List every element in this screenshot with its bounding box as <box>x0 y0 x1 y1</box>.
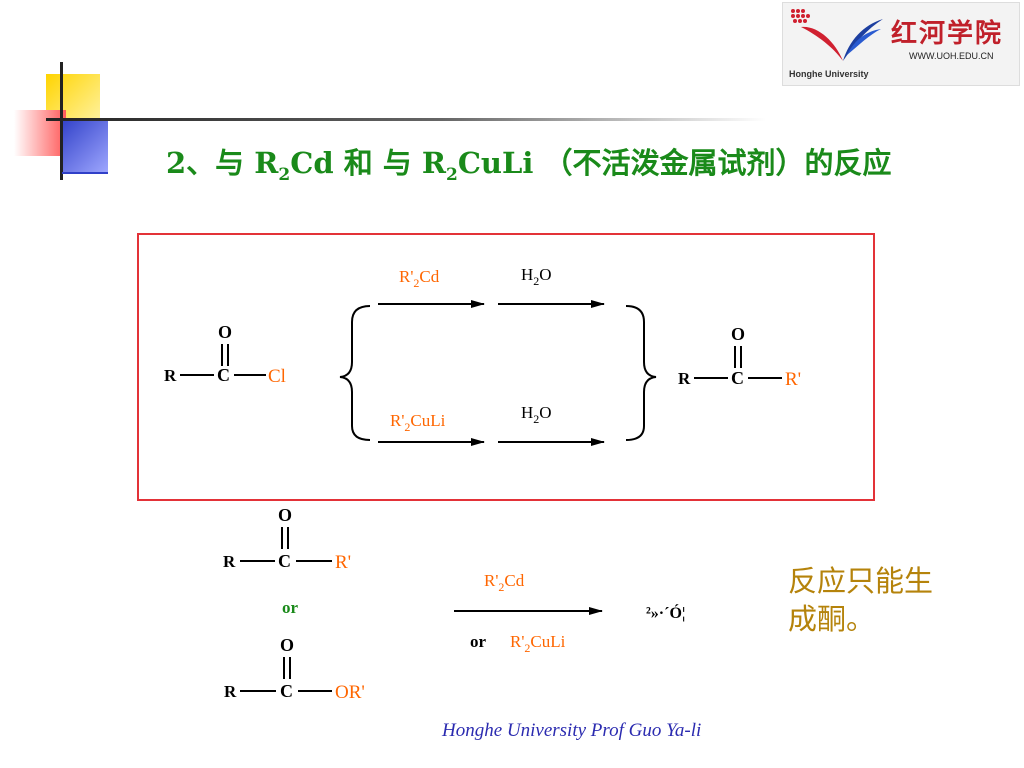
reagent-r2cd: R'2Cd <box>399 267 440 290</box>
atom-or-prime: OR' <box>335 682 365 703</box>
reagent-r2cd-2: R'2Cd <box>484 571 525 594</box>
atom-r: R <box>164 366 177 385</box>
atom-r: R <box>223 552 236 571</box>
atom-r: R <box>678 369 691 388</box>
atom-r-prime: R' <box>335 552 351 573</box>
title-suffix: CuLi （不活泼金属试剂）的反应 <box>457 146 892 180</box>
atom-o: O <box>218 322 232 342</box>
left-brace <box>339 305 371 441</box>
atom-c: C <box>217 365 230 385</box>
decor-underline <box>62 172 108 174</box>
atom-c: C <box>731 368 744 388</box>
result-garbled-text: ²»·´Ó¦ <box>646 603 685 622</box>
atom-r-prime: R' <box>785 369 801 390</box>
ketone-substrate: O R C R' <box>223 505 351 573</box>
reagent-r2culi: R'2CuLi <box>390 411 446 434</box>
atom-o: O <box>278 505 292 525</box>
footer-credit: Honghe University Prof Guo Ya-li <box>442 720 702 741</box>
note-text: 反应只能生成酮。 <box>788 564 934 636</box>
or-label-green: or <box>282 598 299 617</box>
decor-blue-block <box>62 118 108 174</box>
university-logo: 红河学院 WWW.UOH.EDU.CN Honghe University <box>782 2 1020 86</box>
title-prefix: 2、与 R <box>166 146 279 180</box>
or-label-black: or <box>470 632 487 651</box>
title-subscript-1: 2 <box>278 164 291 185</box>
slide-title: 2、与 R2Cd 和 与 R2CuLi （不活泼金属试剂）的反应 <box>166 140 892 185</box>
reagent-r2culi-2: R'2CuLi <box>510 632 566 655</box>
atom-o: O <box>280 635 294 655</box>
decor-horizontal-line <box>46 118 766 121</box>
right-brace <box>625 305 657 441</box>
logo-wings-icon <box>791 9 883 62</box>
title-subscript-2: 2 <box>445 164 458 185</box>
atom-c: C <box>278 551 291 571</box>
acyl-chloride: O R C Cl <box>164 322 286 387</box>
atom-c: C <box>280 681 293 701</box>
decor-red-block <box>14 110 66 156</box>
reaction-box <box>137 233 875 501</box>
reagent-water-top: H2O <box>521 265 552 288</box>
atom-o: O <box>731 324 745 344</box>
decor-vertical-line <box>60 62 63 180</box>
logo-chinese-name: 红河学院 <box>891 19 1004 49</box>
reagent-water-bottom: H2O <box>521 403 552 426</box>
atom-r: R <box>224 682 237 701</box>
logo-english-name: Honghe University <box>789 69 869 79</box>
ketone-product: O R C R' <box>678 324 801 390</box>
ester-substrate: O R C OR' <box>224 635 365 703</box>
logo-url: WWW.UOH.EDU.CN <box>909 51 994 61</box>
title-middle: Cd 和 与 R <box>290 146 446 180</box>
atom-cl: Cl <box>268 366 286 387</box>
